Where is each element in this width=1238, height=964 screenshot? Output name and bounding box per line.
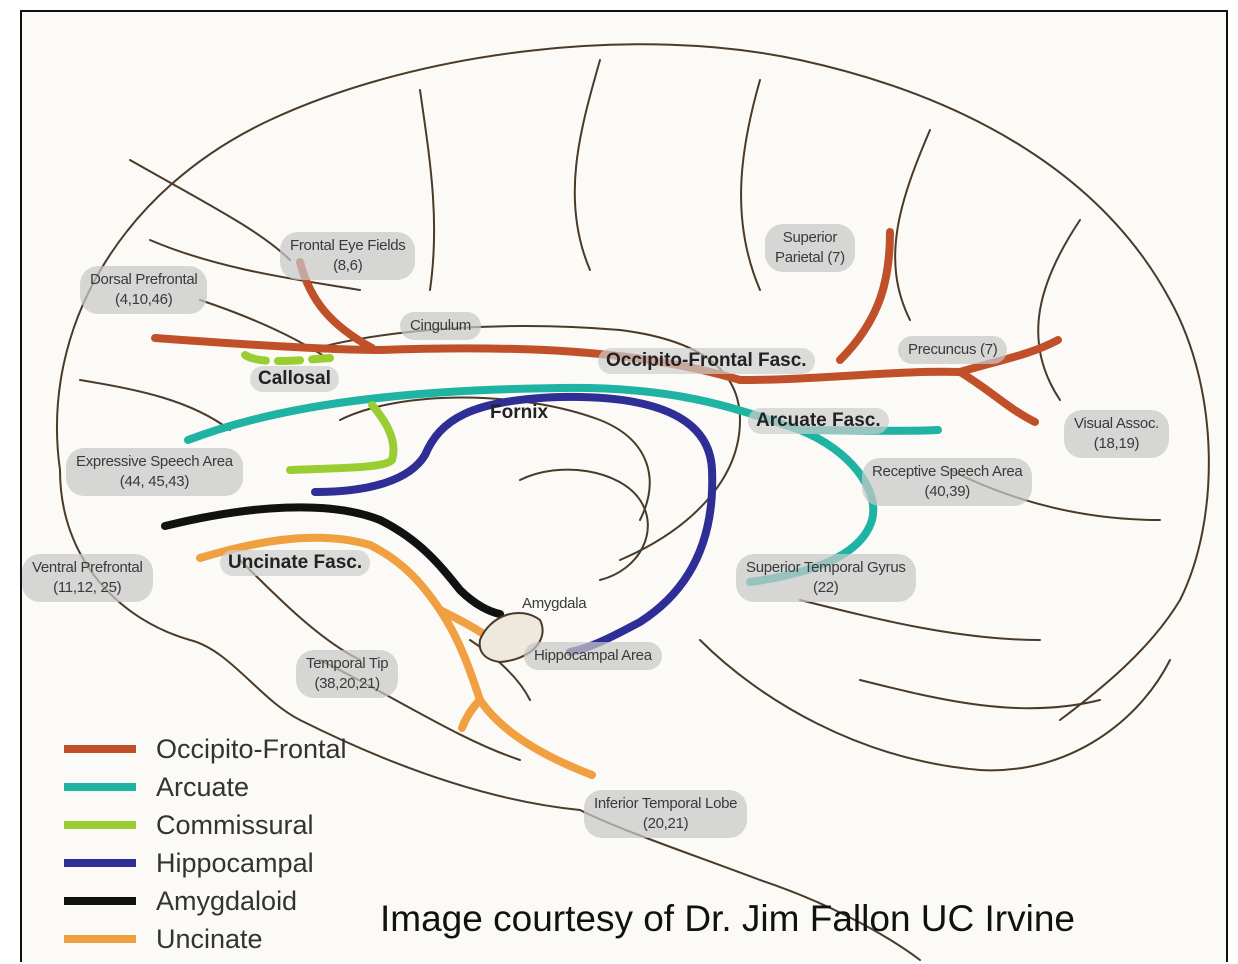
legend-item-hippocampal: Hippocampal [64, 844, 347, 882]
legend-swatch [64, 859, 136, 867]
uncinate-branch-down [462, 700, 480, 728]
legend-label: Commissural [156, 810, 314, 841]
label-precuncus: Precuncus (7) [898, 336, 1007, 364]
occipito-frontal-branch-visual [960, 372, 1035, 422]
label-text: Dorsal Prefrontal [90, 270, 197, 290]
legend-item-commissural: Commissural [64, 806, 347, 844]
label-ventral-prefrontal: Ventral Prefrontal (11,12, 25) [22, 554, 153, 602]
legend-item-occipito-frontal: Occipito-Frontal [64, 730, 347, 768]
label-areas: (4,10,46) [90, 290, 197, 310]
label-text: Superior Temporal Gyrus [746, 558, 906, 578]
legend-swatch [64, 897, 136, 905]
label-text: Parietal (7) [775, 248, 845, 268]
label-text: Temporal Tip [306, 654, 388, 674]
legend-label: Arcuate [156, 772, 249, 803]
label-inferior-temporal: Inferior Temporal Lobe (20,21) [584, 790, 747, 838]
label-areas: (44, 45,43) [76, 472, 233, 492]
label-cingulum: Cingulum [400, 312, 481, 340]
legend: Occipito-Frontal Arcuate Commissural Hip… [64, 730, 347, 958]
label-arcuate-fasc: Arcuate Fasc. [748, 408, 889, 434]
label-text: Superior [775, 228, 845, 248]
label-areas: (22) [746, 578, 906, 598]
label-areas: (38,20,21) [306, 674, 388, 694]
legend-label: Amygdaloid [156, 886, 297, 917]
label-expressive-speech: Expressive Speech Area (44, 45,43) [66, 448, 243, 496]
label-amygdala: Amygdala [512, 590, 596, 618]
label-frontal-eye-fields: Frontal Eye Fields (8,6) [280, 232, 415, 280]
label-areas: (20,21) [594, 814, 737, 834]
label-fornix: Fornix [482, 400, 556, 426]
legend-swatch [64, 745, 136, 753]
label-areas: (18,19) [1074, 434, 1159, 454]
label-areas: (8,6) [290, 256, 405, 276]
label-temporal-tip: Temporal Tip (38,20,21) [296, 650, 398, 698]
legend-swatch [64, 821, 136, 829]
legend-item-arcuate: Arcuate [64, 768, 347, 806]
commissural-tract [290, 405, 394, 470]
legend-item-uncinate: Uncinate [64, 920, 347, 958]
label-areas: (11,12, 25) [32, 578, 143, 598]
label-text: Expressive Speech Area [76, 452, 233, 472]
label-superior-temporal: Superior Temporal Gyrus (22) [736, 554, 916, 602]
label-receptive-speech: Receptive Speech Area (40,39) [862, 458, 1032, 506]
image-credit: Image courtesy of Dr. Jim Fallon UC Irvi… [380, 898, 1075, 940]
label-uncinate-fasc: Uncinate Fasc. [220, 550, 370, 576]
label-hippocampal-area: Hippocampal Area [524, 642, 662, 670]
commissural-dashed [245, 355, 330, 361]
legend-swatch [64, 935, 136, 943]
label-text: Frontal Eye Fields [290, 236, 405, 256]
label-text: Inferior Temporal Lobe [594, 794, 737, 814]
label-areas: (40,39) [872, 482, 1022, 502]
label-text: Receptive Speech Area [872, 462, 1022, 482]
label-visual-assoc: Visual Assoc. (18,19) [1064, 410, 1169, 458]
label-text: Ventral Prefrontal [32, 558, 143, 578]
label-occipito-frontal-fasc: Occipito-Frontal Fasc. [598, 348, 815, 374]
legend-label: Hippocampal [156, 848, 314, 879]
label-dorsal-prefrontal: Dorsal Prefrontal (4,10,46) [80, 266, 207, 314]
legend-label: Occipito-Frontal [156, 734, 347, 765]
label-text: Visual Assoc. [1074, 414, 1159, 434]
legend-label: Uncinate [156, 924, 263, 955]
legend-item-amygdaloid: Amygdaloid [64, 882, 347, 920]
label-callosal: Callosal [250, 366, 339, 392]
legend-swatch [64, 783, 136, 791]
label-superior-parietal: Superior Parietal (7) [765, 224, 855, 272]
